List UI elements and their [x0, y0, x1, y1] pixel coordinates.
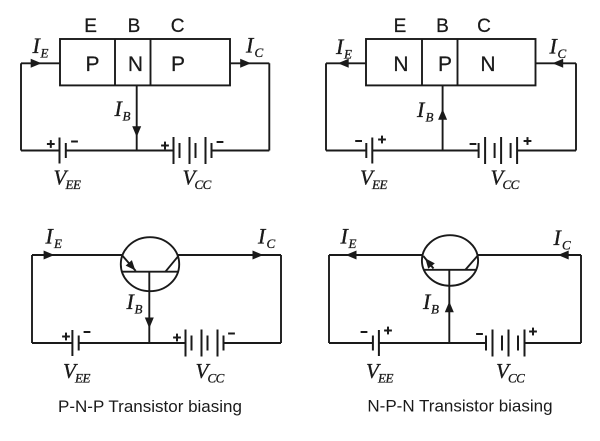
- svg-text:V: V: [360, 166, 375, 190]
- svg-text:B: B: [123, 109, 131, 124]
- svg-text:E: E: [348, 236, 357, 251]
- svg-text:EE: EE: [377, 371, 393, 386]
- svg-text:C: C: [477, 16, 491, 37]
- svg-text:B: B: [436, 16, 449, 37]
- svg-text:E: E: [53, 236, 62, 251]
- svg-text:C: C: [255, 45, 264, 60]
- svg-text:C: C: [558, 46, 567, 61]
- svg-text:B: B: [128, 16, 141, 37]
- svg-text:V: V: [496, 359, 511, 383]
- svg-text:P: P: [85, 53, 99, 76]
- svg-text:I: I: [335, 34, 345, 59]
- svg-text:E: E: [394, 16, 407, 37]
- svg-text:CC: CC: [195, 177, 212, 192]
- svg-text:B: B: [135, 302, 143, 317]
- svg-text:EE: EE: [371, 177, 387, 192]
- svg-text:I: I: [114, 96, 124, 121]
- svg-text:V: V: [63, 359, 78, 383]
- svg-text:I: I: [549, 34, 559, 59]
- svg-text:I: I: [257, 224, 267, 249]
- svg-text:I: I: [245, 33, 255, 58]
- svg-text:N: N: [393, 53, 408, 76]
- svg-text:I: I: [416, 97, 426, 122]
- svg-text:E: E: [84, 16, 97, 37]
- svg-text:I: I: [126, 289, 136, 314]
- svg-text:V: V: [196, 359, 211, 383]
- svg-text:V: V: [366, 359, 381, 383]
- svg-text:N: N: [480, 53, 495, 76]
- svg-text:B: B: [431, 302, 439, 317]
- svg-text:E: E: [40, 46, 49, 61]
- svg-text:CC: CC: [208, 371, 225, 386]
- svg-text:B: B: [426, 110, 434, 125]
- svg-text:P: P: [438, 53, 452, 76]
- svg-text:C: C: [562, 238, 571, 253]
- svg-text:CC: CC: [503, 177, 520, 192]
- svg-text:I: I: [422, 289, 432, 314]
- svg-text:P-N-P Transistor biasing: P-N-P Transistor biasing: [58, 397, 242, 416]
- svg-text:EE: EE: [65, 177, 81, 192]
- svg-text:E: E: [343, 47, 352, 62]
- svg-text:EE: EE: [74, 371, 90, 386]
- svg-text:N: N: [128, 53, 143, 76]
- svg-text:V: V: [491, 166, 506, 190]
- svg-text:P: P: [171, 53, 185, 76]
- svg-text:C: C: [171, 16, 185, 37]
- svg-text:I: I: [45, 224, 55, 249]
- svg-text:N-P-N Transistor biasing: N-P-N Transistor biasing: [367, 397, 552, 416]
- svg-text:V: V: [54, 166, 69, 190]
- svg-text:I: I: [32, 33, 42, 58]
- svg-text:C: C: [267, 236, 276, 251]
- svg-text:I: I: [340, 224, 350, 249]
- svg-text:I: I: [553, 225, 563, 250]
- svg-text:V: V: [183, 166, 198, 190]
- svg-text:CC: CC: [508, 371, 525, 386]
